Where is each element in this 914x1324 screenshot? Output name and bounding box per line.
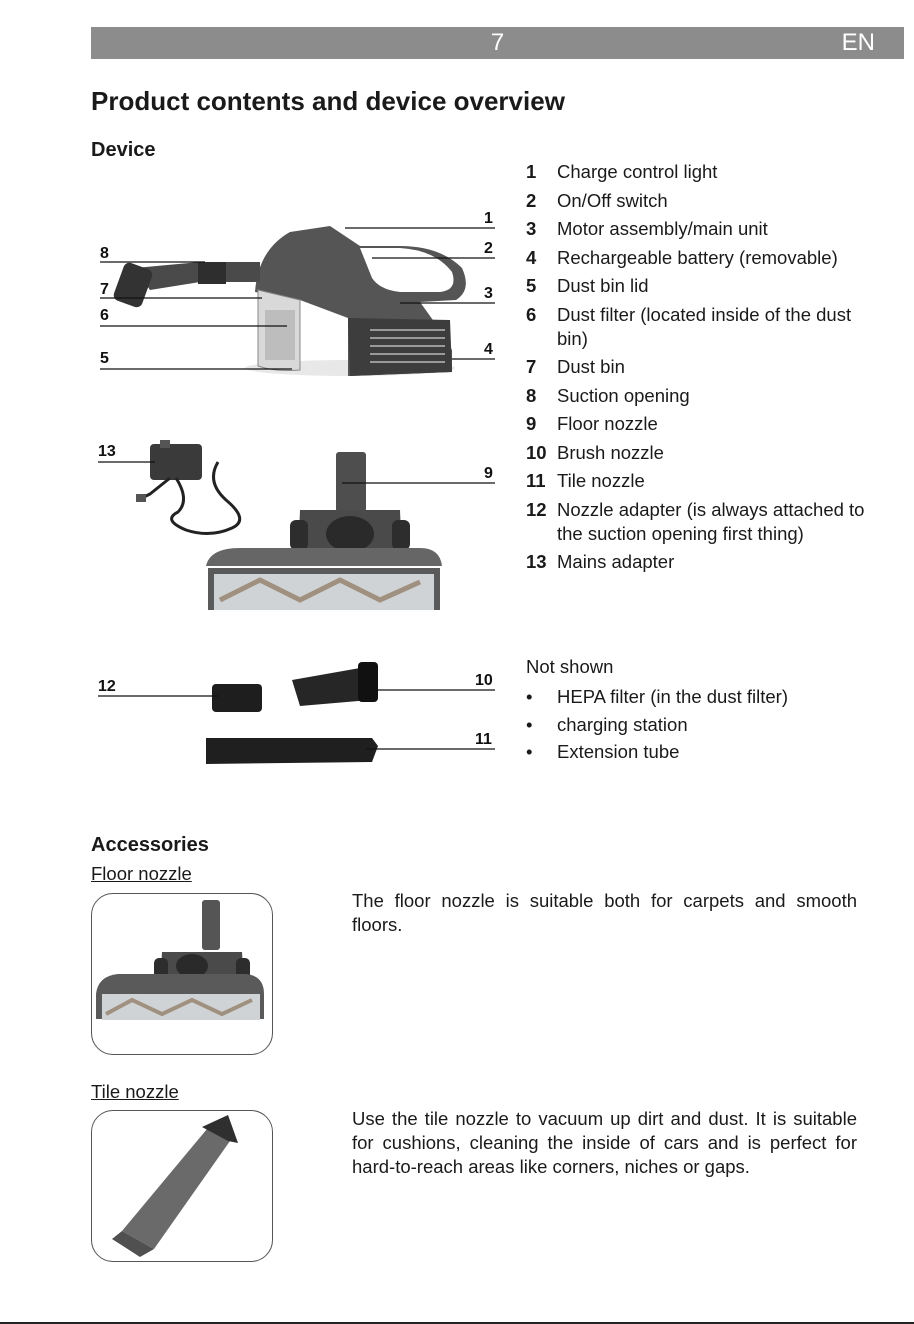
floor-nozzle-photo-frame — [91, 893, 273, 1055]
vacuum-unit-image — [112, 226, 466, 376]
list-item: •HEPA filter (in the dust filter) — [526, 683, 788, 711]
callout-9: 9 — [484, 465, 493, 482]
callout-3: 3 — [484, 285, 493, 302]
mains-adapter-image — [136, 440, 240, 534]
not-shown-title: Not shown — [526, 656, 613, 678]
accessories-heading: Accessories — [91, 834, 209, 857]
floor-nozzle-description: The floor nozzle is suitable both for ca… — [352, 889, 857, 937]
callout-2: 2 — [484, 240, 493, 257]
tile-nozzle-title: Tile nozzle — [91, 1081, 179, 1103]
not-shown-list: •HEPA filter (in the dust filter) •charg… — [526, 683, 788, 766]
tile-nozzle-description: Use the tile nozzle to vacuum up dirt an… — [352, 1107, 857, 1179]
callout-8: 8 — [100, 245, 109, 262]
floor-nozzle-photo — [92, 894, 272, 1054]
callout-5: 5 — [100, 350, 109, 367]
tile-nozzle-photo-frame — [91, 1110, 273, 1262]
callout-12: 12 — [98, 678, 116, 695]
callout-11: 11 — [475, 731, 492, 748]
tile-nozzle-photo — [92, 1111, 272, 1261]
floor-nozzle-title: Floor nozzle — [91, 863, 192, 885]
callout-6: 6 — [100, 307, 109, 324]
list-item: •charging station — [526, 711, 788, 739]
callout-1: 1 — [484, 210, 493, 227]
list-item: •Extension tube — [526, 738, 788, 766]
callout-10: 10 — [475, 672, 493, 689]
callout-7: 7 — [100, 281, 109, 298]
accessory-nozzles-image — [206, 662, 378, 764]
callout-13: 13 — [98, 443, 116, 460]
floor-nozzle-image — [206, 452, 442, 610]
callout-4: 4 — [484, 341, 493, 358]
